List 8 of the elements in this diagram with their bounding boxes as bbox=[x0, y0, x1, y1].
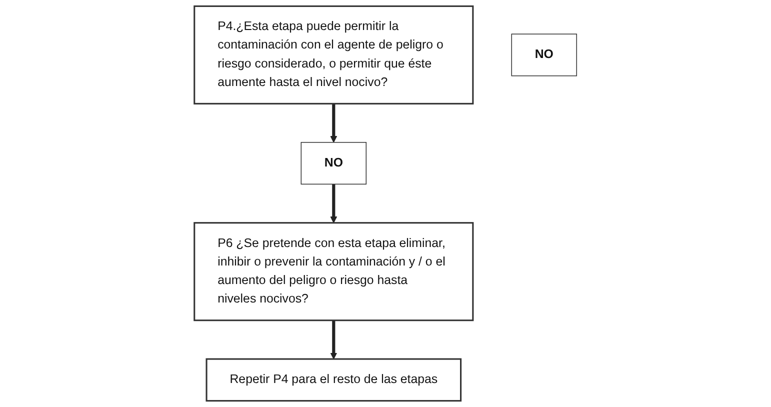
node-box: P4.¿Esta etapa puede permitir la contaminación con el agente de peligro o riesgo considerado, o permitir que éste aumente hasta el nivel nocivo? bbox=[194, 5, 474, 104]
node-box: NO bbox=[300, 142, 367, 185]
node-box: Repetir P4 para el resto de las etapas bbox=[206, 358, 462, 402]
node-box: P6 ¿Se pretende con esta etapa eliminar, inhibir o prevenir la contaminación y / o el aumento del peligro o riesgo hasta niveles nocivos? bbox=[194, 222, 474, 322]
arrow bbox=[330, 104, 338, 143]
arrow bbox=[330, 184, 338, 224]
arrow bbox=[330, 320, 338, 360]
node-box: NO bbox=[511, 34, 577, 76]
